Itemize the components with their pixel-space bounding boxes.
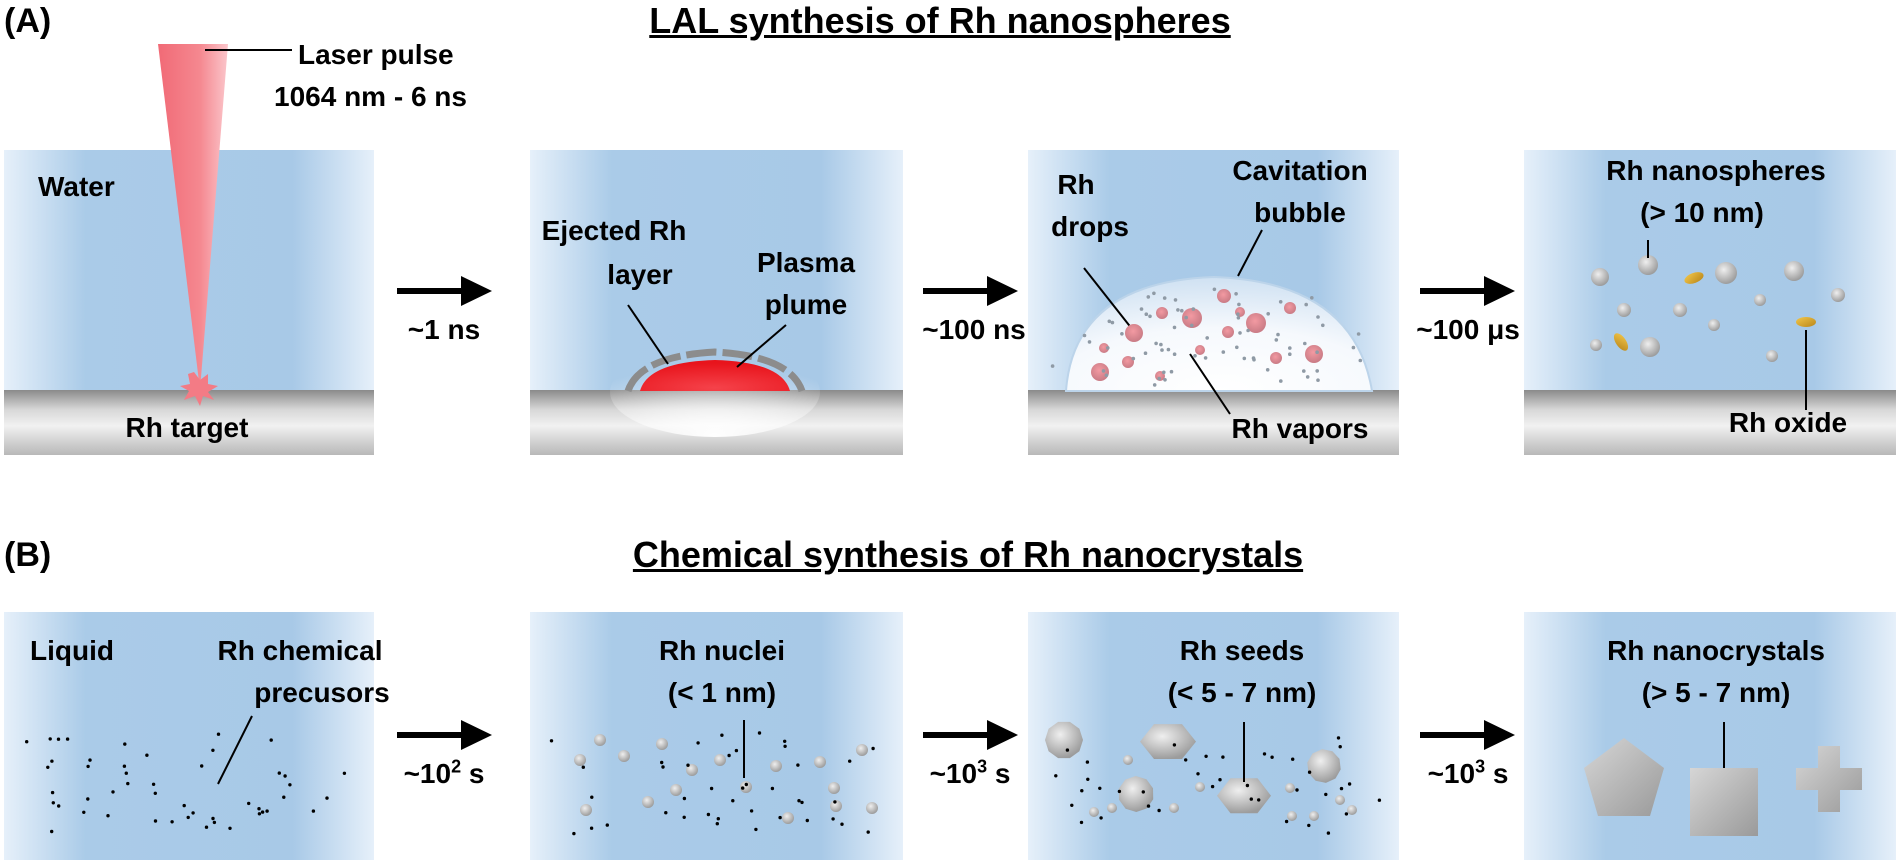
nanocrystals-label-1: Rh nanocrystals <box>1607 635 1825 666</box>
arrow-b3 <box>1420 720 1515 750</box>
time-a1: ~1 ns <box>407 314 481 345</box>
panel-a4-nanospheres <box>1524 150 1896 455</box>
arrow-a3 <box>1420 276 1515 306</box>
precursor-label-2: precusors <box>254 677 390 708</box>
rh-drops-label-1: Rh <box>1057 169 1095 200</box>
section-b-title: Chemical synthesis of Rh nanocrystals <box>632 534 1304 575</box>
nanocrystals-label-2: (> 5 - 7 nm) <box>1641 677 1791 708</box>
ejected-layer-label-1: Ejected Rh <box>541 215 687 246</box>
arrow-a2 <box>923 276 1018 306</box>
panel-b2-nuclei <box>530 612 903 860</box>
seeds-label-1: Rh seeds <box>1179 635 1305 666</box>
panel-label-b: (B) <box>4 536 52 574</box>
arrow-b2 <box>923 720 1018 750</box>
nuclei-label-1: Rh nuclei <box>658 635 786 666</box>
cavitation-label-2: bubble <box>1254 197 1346 228</box>
time-b3: ~103 s <box>1427 756 1509 789</box>
arrow-a1 <box>397 276 492 306</box>
time-b2: ~103 s <box>929 756 1011 789</box>
liquid-label: Liquid <box>30 635 114 666</box>
laser-label-line1: Laser pulse <box>298 39 454 70</box>
section-a-title: LAL synthesis of Rh nanospheres <box>649 0 1231 41</box>
panel-label-a: (A) <box>4 2 52 40</box>
substrate-a4 <box>1524 390 1896 455</box>
plasma-plume-label-2: plume <box>764 289 848 320</box>
water-label: Water <box>38 171 115 202</box>
substrate-a2 <box>530 390 903 455</box>
time-a3: ~100 μs <box>1416 314 1520 345</box>
rh-oxide-label: Rh oxide <box>1728 407 1848 438</box>
laser-label-line2: 1064 nm - 6 ns <box>274 81 467 112</box>
panel-b3-seeds <box>1028 612 1399 860</box>
nuclei-label-2: (< 1 nm) <box>667 677 777 708</box>
time-b1: ~102 s <box>403 756 485 789</box>
arrow-b1 <box>397 720 492 750</box>
rh-vapors-label: Rh vapors <box>1231 413 1369 444</box>
nanospheres-label-1: Rh nanospheres <box>1606 155 1826 186</box>
cavitation-label-1: Cavitation <box>1232 155 1368 186</box>
plasma-plume-label-1: Plasma <box>756 247 856 278</box>
rh-drops-label-2: drops <box>1051 211 1129 242</box>
precursor-label-1: Rh chemical <box>217 635 383 666</box>
ejected-layer-label-2: layer <box>607 259 673 290</box>
rh-target-label: Rh target <box>125 412 249 443</box>
time-a2: ~100 ns <box>922 314 1026 345</box>
seeds-label-2: (< 5 - 7 nm) <box>1167 677 1317 708</box>
nanospheres-label-2: (> 10 nm) <box>1640 197 1764 228</box>
